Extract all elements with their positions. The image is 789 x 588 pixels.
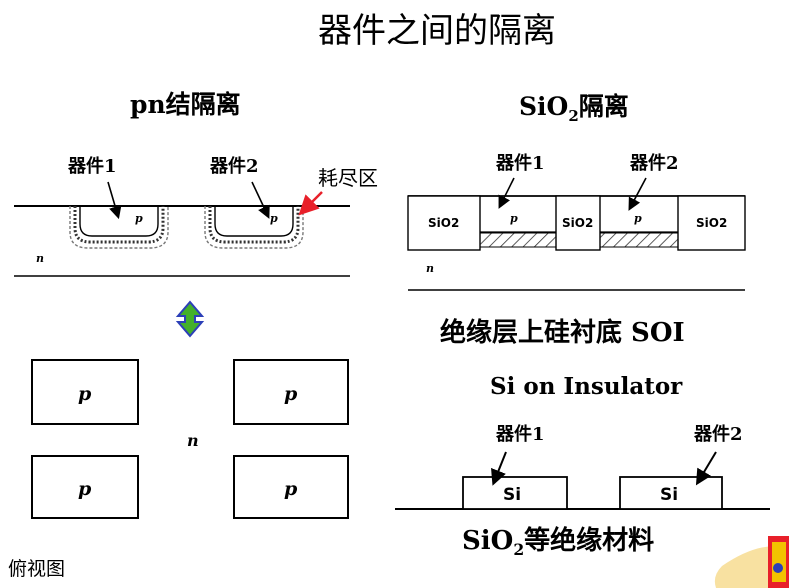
top-view-p-label-2: p — [284, 383, 298, 405]
top-view-n-label: n — [187, 431, 199, 450]
page-title: 器件之间的隔离 — [318, 11, 556, 51]
soi-caption-main: SiO — [462, 526, 514, 556]
sio2-device1-arrow — [498, 177, 515, 209]
sio2-p-label-2: p — [634, 212, 642, 225]
pn-n-label: n — [36, 252, 44, 265]
sio2-buried-layer-2 — [599, 232, 679, 248]
sio2-heading-rest: 隔离 — [578, 92, 629, 121]
corner-logo-icon — [714, 536, 789, 588]
sio2-p-label-1: p — [510, 212, 518, 225]
soi-si-block-1 — [462, 476, 568, 510]
sio2-device2-label: 器件2 — [630, 153, 679, 174]
sio2-heading-sub: 2 — [568, 107, 579, 125]
top-view-p-box-2 — [233, 359, 349, 425]
sio2-cross-section: SiO2 SiO2 SiO2 p p n — [407, 177, 746, 291]
pn-isolation-heading: pn结隔离 — [130, 90, 241, 119]
sio2-device2-arrow — [628, 177, 647, 211]
pn-well-1: p — [69, 206, 169, 249]
soi-caption-rest: 等绝缘材料 — [524, 526, 655, 556]
depletion-label: 耗尽区 — [318, 166, 378, 190]
double-arrow-icon — [175, 300, 205, 338]
top-view-p-label-1: p — [78, 383, 92, 405]
sio2-block-3 — [677, 195, 746, 251]
top-view: p p p p n — [31, 359, 349, 519]
soi-subheading: Si on Insulator — [490, 373, 683, 400]
sio2-heading-main: SiO — [519, 92, 569, 121]
sio2-n-label: n — [426, 262, 434, 275]
pn-well-2-p-label: p — [270, 212, 278, 225]
soi-si-label-1: Si — [503, 485, 521, 505]
pn-device2-label: 器件2 — [210, 156, 259, 177]
soi-si-label-2: Si — [660, 485, 678, 505]
sio2-block-2 — [555, 195, 601, 251]
depletion-arrow — [298, 191, 323, 216]
top-view-p-box-4 — [233, 455, 349, 519]
pn-device1-arrow — [107, 181, 122, 220]
pn-well-1-p-label: p — [135, 212, 143, 225]
soi-heading: 绝缘层上硅衬底 SOI — [440, 318, 685, 348]
soi-insulator-caption: SiO2等绝缘材料 — [462, 528, 654, 558]
top-view-p-label-4: p — [284, 478, 298, 500]
soi-caption-sub: 2 — [513, 540, 525, 560]
top-view-p-box-3 — [31, 455, 139, 519]
soi-cross-section: Si Si — [395, 451, 770, 510]
pn-well-2: p — [204, 206, 304, 249]
top-view-p-box-1 — [31, 359, 139, 425]
top-view-caption: 俯视图 — [8, 558, 66, 580]
soi-device1-label: 器件1 — [496, 424, 545, 445]
soi-device2-arrow — [695, 451, 717, 486]
sio2-block-2-label: SiO2 — [562, 216, 593, 230]
sio2-buried-layer-1 — [479, 232, 557, 248]
sio2-isolation-heading: SiO2隔离 — [519, 94, 629, 124]
soi-device2-label: 器件2 — [694, 424, 743, 445]
soi-device1-arrow — [491, 451, 507, 486]
pn-device1-label: 器件1 — [68, 156, 117, 177]
sio2-block-1 — [407, 195, 481, 251]
sio2-block-1-label: SiO2 — [428, 216, 459, 230]
pn-device2-arrow — [251, 181, 270, 219]
top-view-p-label-3: p — [78, 478, 92, 500]
sio2-device1-label: 器件1 — [496, 153, 545, 174]
sio2-block-3-label: SiO2 — [696, 216, 727, 230]
